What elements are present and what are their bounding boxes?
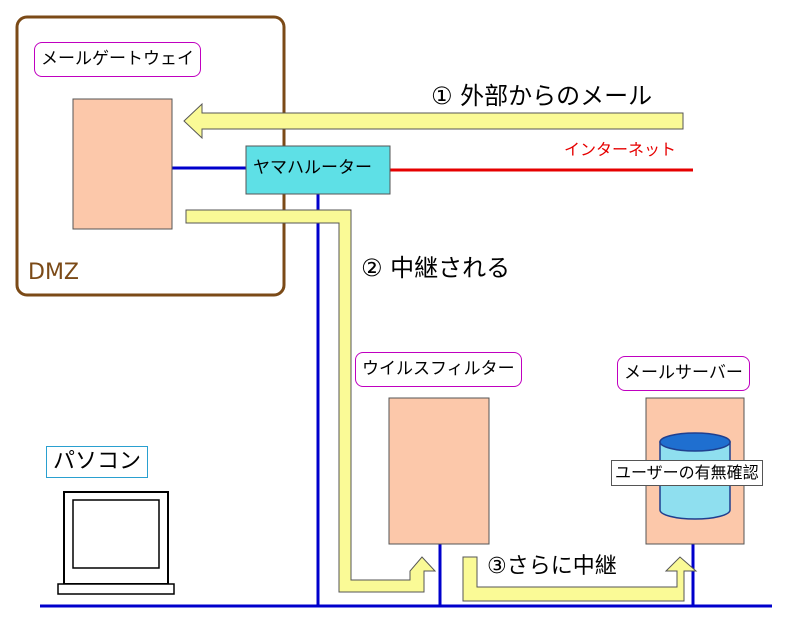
yamaha-router-label: ヤマハルーター (253, 158, 372, 178)
internet-label: インターネット (564, 140, 677, 159)
virus-filter-box (388, 397, 490, 545)
mail-server-label: メールサーバー (617, 356, 750, 391)
dmz-label: DMZ (28, 260, 79, 285)
arrow-step3 (462, 556, 698, 602)
mail-gateway-box (72, 98, 173, 230)
step3-label: ③さらに中継 (487, 554, 617, 579)
mail-gateway-label: メールゲートウェイ (34, 42, 201, 77)
yamaha-router-box (245, 145, 391, 195)
pc-icon (57, 491, 175, 595)
pc-label: パソコン (46, 446, 149, 478)
arrow-step2 (185, 209, 437, 593)
user-check-label: ユーザーの有無確認 (611, 460, 763, 486)
arrow-step1 (183, 102, 684, 140)
step1-label: ① 外部からのメール (431, 82, 653, 110)
virus-filter-label: ウイルスフィルター (355, 352, 522, 387)
step2-label: ② 中継される (361, 254, 511, 282)
